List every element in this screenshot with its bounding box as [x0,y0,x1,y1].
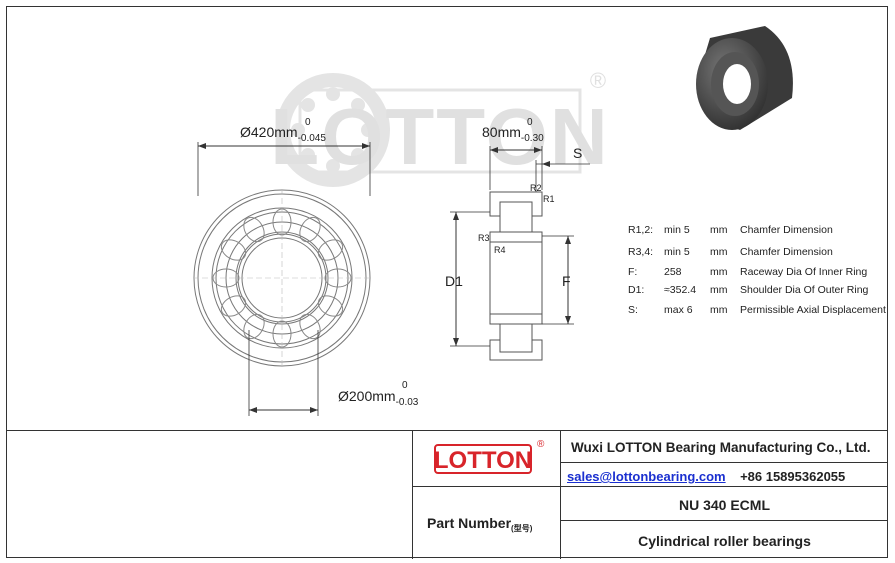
bearing-section-view [450,146,590,361]
outer-diameter-label: Ø420mm-0.045 [240,124,326,144]
logo-cell: LOTTON ® [412,431,560,487]
part-number-value: NU 340 ECML [678,497,771,513]
title-block: LOTTON ® Wuxi LOTTON Bearing Manufacturi… [6,430,888,559]
bore-label: Ø200mm-0.03 [338,388,419,408]
roller-outline [220,295,247,317]
part-number-label-cell: Part Number(型号) [412,487,560,559]
watermark-registered: ® [590,68,606,93]
part-number-label: Part Number [427,515,512,531]
axial-s-label: S [573,145,583,161]
logo-registered: ® [537,439,545,450]
roller-outline [317,295,344,317]
bore-dim-lines [248,330,319,416]
f-label: F [562,273,571,289]
lotton-logo: LOTTON ® [434,439,545,474]
r1-label: R1 [543,194,555,204]
d1-label: D1 [445,273,463,289]
bearing-3d-image [696,26,793,130]
drawing-sheet [6,6,888,558]
bearing-front-view [193,189,371,367]
bearing-type: Cylindrical roller bearings [638,533,811,549]
logo-text: LOTTON [434,447,532,474]
roller-outline [317,239,344,261]
outer-diameter-dim-lines [197,142,371,196]
bore-tol-upper: 0 [402,380,408,391]
phone-number: +86 15895362055 [740,469,846,484]
part-number-cell: NU 340 ECML [560,487,888,521]
watermark-text: LOTTON [270,92,609,181]
contact-cell: sales@lottonbearing.com +86 15895362055 [560,463,888,487]
company-name: Wuxi LOTTON Bearing Manufacturing Co., L… [571,440,871,455]
roller-outline [220,239,247,261]
r2-label: R2 [530,183,542,193]
outer-diameter-tol-upper: 0 [305,117,311,128]
bearing-type-cell: Cylindrical roller bearings [560,521,888,559]
width-label: 80mm-0.30 [482,124,544,144]
roller-outline [299,216,321,243]
watermark-logo: LOTTON ® [270,68,609,187]
roller-outline [299,313,321,340]
roller-outline [243,313,265,340]
email-link[interactable]: sales@lottonbearing.com [567,469,726,484]
part-number-sub: (型号) [511,524,533,533]
roller-outline [243,216,265,243]
r3-label: R3 [478,233,490,243]
company-cell: Wuxi LOTTON Bearing Manufacturing Co., L… [560,431,888,463]
r4-label: R4 [494,245,506,255]
width-tol-upper: 0 [527,117,533,128]
